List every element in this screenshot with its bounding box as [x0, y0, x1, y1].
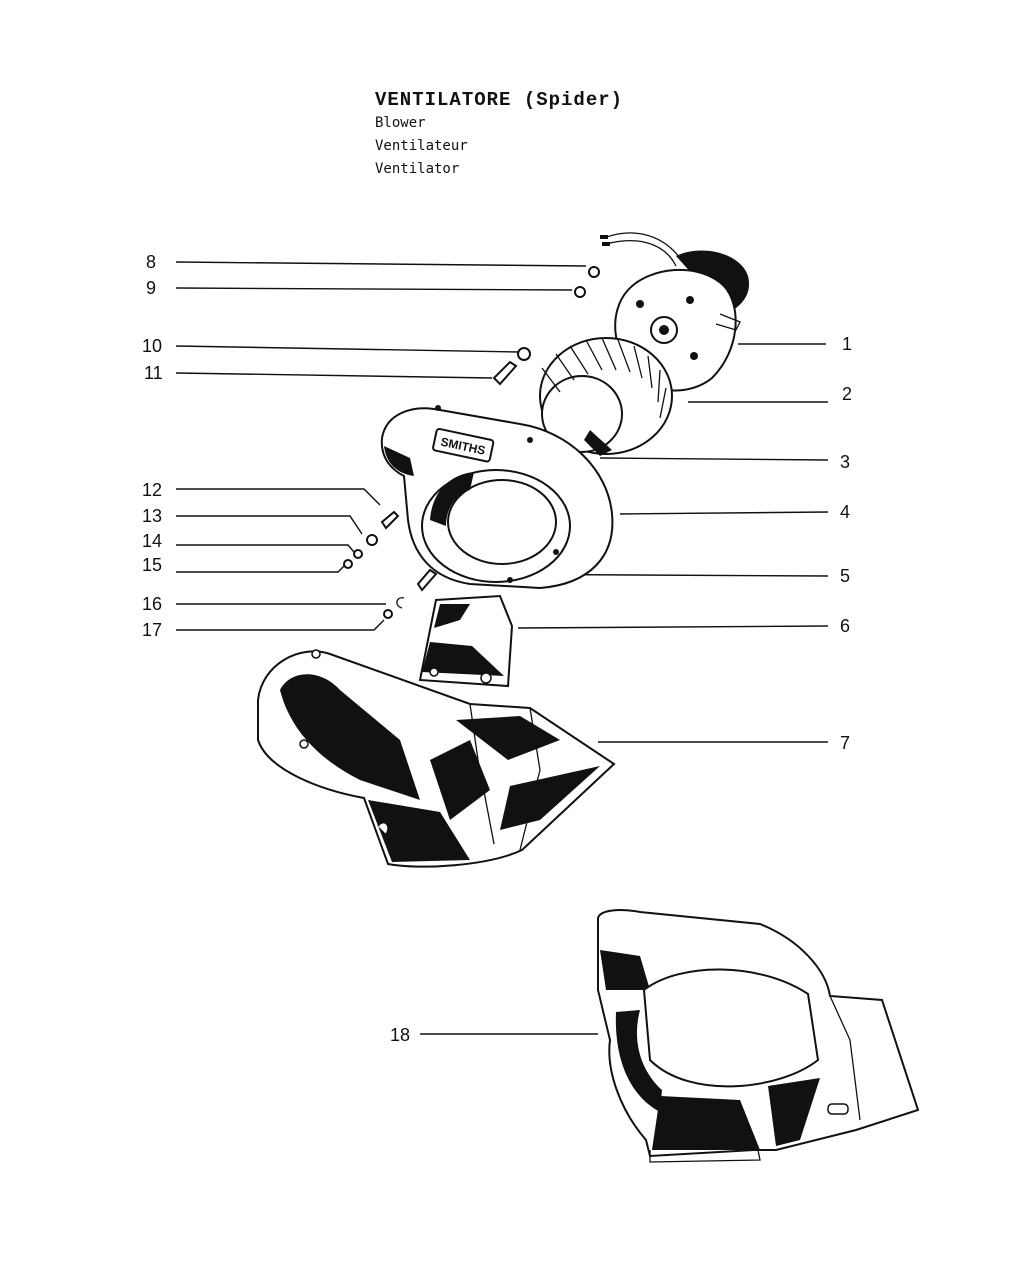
callout-13: 13	[142, 506, 162, 526]
title-block: VENTILATORE (Spider) Blower Ventilateur …	[375, 88, 623, 181]
duct-edge	[519, 707, 541, 851]
part-5-screw	[416, 568, 438, 592]
callout-2: 2	[842, 384, 852, 404]
assembly-housing-shadow	[615, 1010, 662, 1112]
bracket-hole	[429, 667, 439, 677]
leader-4	[619, 511, 829, 515]
smiths-badge: SMITHS	[432, 427, 495, 463]
callout-4: 4	[840, 502, 850, 522]
duct-left-shadow	[280, 674, 420, 800]
impeller-rib	[584, 430, 612, 456]
housing-hole	[435, 405, 441, 411]
callout-9: 9	[146, 278, 156, 298]
leader-9	[175, 287, 573, 291]
leader-10	[175, 345, 519, 353]
impeller-blades	[541, 337, 667, 419]
leader-8	[175, 261, 587, 267]
callout-18: 18	[390, 1025, 410, 1045]
callout-6: 6	[840, 616, 850, 636]
part-15-nut	[343, 559, 353, 569]
callout-15: 15	[142, 555, 162, 575]
part-2-impeller	[539, 337, 673, 456]
wire-end-2	[602, 242, 610, 246]
part-18-assembled-blower	[597, 909, 920, 1163]
motor-wire-2	[605, 240, 677, 267]
part-16-spring-washer	[396, 597, 405, 609]
leader-13	[176, 515, 363, 535]
duct-bottom-shadow	[368, 800, 470, 862]
housing-hole	[553, 549, 559, 555]
housing-outlet-shadow	[384, 446, 414, 476]
subtitle-french: Ventilateur	[375, 138, 468, 154]
part-4-housing: SMITHS	[380, 405, 614, 590]
duct-edge	[469, 703, 495, 845]
duct-hole	[299, 739, 309, 749]
housing-hole	[527, 437, 533, 443]
bracket-shadow	[434, 604, 470, 628]
motor-mount-tab	[715, 313, 741, 331]
assembly-cover	[642, 968, 820, 1088]
leader-12	[176, 488, 381, 506]
callout-17: 17	[142, 620, 162, 640]
assembly-right-outlet	[768, 1078, 820, 1146]
part-12-screw	[380, 510, 400, 530]
assembly-base	[649, 1149, 761, 1163]
assembly-left-outlet	[652, 1096, 760, 1150]
impeller-inner-opening	[541, 375, 623, 453]
leader-3	[599, 457, 829, 461]
assembly-outlet-shadow	[600, 950, 650, 990]
bracket-foot-shadow	[422, 642, 504, 676]
part-6-bracket	[418, 594, 514, 688]
motor-bolt-hole	[636, 300, 644, 308]
part-9-washer	[574, 286, 586, 298]
leader-17	[176, 619, 385, 631]
duct-right-shadow	[500, 766, 600, 830]
callout-16: 16	[142, 594, 162, 614]
motor-shaft	[659, 325, 669, 335]
motor-bolt-hole	[690, 352, 698, 360]
callout-11: 11	[144, 363, 163, 383]
part-11-screw	[492, 360, 518, 386]
leader-14	[176, 544, 355, 553]
leader-6	[517, 625, 829, 629]
motor-wire-1	[603, 232, 681, 259]
housing-ring-inner	[447, 479, 557, 565]
callout-10: 10	[142, 336, 162, 356]
wire-end-1	[600, 235, 608, 239]
callout-3: 3	[840, 452, 850, 472]
hardware	[343, 266, 600, 619]
leader-11	[175, 372, 493, 379]
part-8-nut	[588, 266, 600, 278]
part-7-air-duct	[257, 649, 616, 868]
part-14-washer	[353, 549, 363, 559]
housing-inner-shadow	[430, 472, 474, 526]
subtitle-german: Ventilator	[375, 161, 460, 177]
callout-14: 14	[142, 531, 162, 551]
callout-1: 1	[842, 334, 852, 354]
part-17-nut	[383, 609, 393, 619]
part-13-washer	[366, 534, 378, 546]
housing-hole	[507, 577, 513, 583]
duct-hole	[311, 649, 321, 659]
motor-bolt-hole	[686, 296, 694, 304]
duct-top-shadow	[456, 716, 560, 760]
duct-clip	[377, 822, 389, 835]
assembly-slot	[827, 1103, 849, 1115]
leader-lines	[175, 261, 829, 1035]
subtitle-english: Blower	[375, 115, 426, 131]
bracket-hole	[480, 672, 492, 684]
diagram-title: VENTILATORE (Spider)	[375, 89, 624, 111]
leader-15	[176, 563, 347, 573]
callout-8: 8	[146, 252, 156, 272]
part-10-washer	[517, 347, 531, 361]
callout-numbers: 8 9 10 11 12 13 14 15 16 17 1 2 3 4 5 6 …	[142, 252, 852, 1045]
callout-12: 12	[142, 480, 162, 500]
callout-7: 7	[840, 733, 850, 753]
callout-5: 5	[840, 566, 850, 586]
badge-frame	[432, 427, 495, 463]
duct-mid-shadow	[430, 740, 490, 820]
assembly-edge	[829, 995, 861, 1121]
